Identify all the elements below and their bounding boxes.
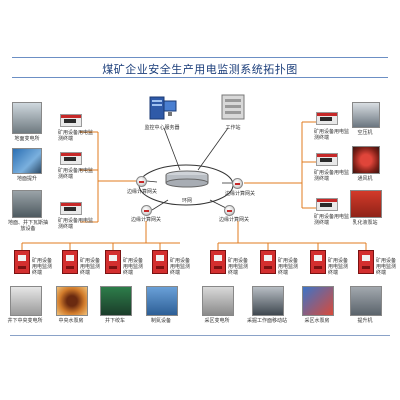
- device-label: 矿用设备用电监测终端: [80, 258, 101, 276]
- monitor-device-icon: [60, 202, 82, 215]
- gateway-icon-left-lower: [141, 205, 152, 216]
- equipment-photo: [350, 190, 382, 218]
- equipment-photo: [352, 102, 380, 128]
- equipment-label: 采区水泵房: [304, 318, 330, 324]
- gateway-label-right-lower: 边缘计算网关: [218, 217, 249, 223]
- gateway-icon-right-upper: [232, 178, 243, 189]
- link-workstation: [197, 127, 229, 171]
- equipment-label: 中央水泵房: [58, 318, 84, 324]
- monitor-terminal-icon: [105, 250, 121, 274]
- workstation-icon: [221, 94, 245, 120]
- equipment-label: 空压机: [357, 130, 373, 136]
- footer-rule: [10, 335, 390, 336]
- link-gw-left-lower: [151, 199, 169, 211]
- equipment-photo: [56, 286, 88, 316]
- device-label: 矿用设备用电监测终端: [58, 130, 94, 142]
- server-icon: [149, 96, 177, 120]
- equipment-photo: [350, 286, 382, 316]
- equipment-label: 通风机: [357, 176, 373, 182]
- device-label: 矿用设备用电监测终端: [314, 170, 350, 182]
- monitor-device-icon: [60, 152, 82, 165]
- device-label: 矿用设备用电监测终端: [123, 258, 144, 276]
- device-label: 矿用设备用电监测终端: [376, 258, 397, 276]
- monitor-terminal-icon: [310, 250, 326, 274]
- device-label: 矿用设备用电监测终端: [278, 258, 299, 276]
- equipment-photo: [202, 286, 234, 316]
- monitor-terminal-icon: [260, 250, 276, 274]
- monitor-device-icon: [60, 114, 82, 127]
- equipment-label: 井下绞车: [104, 318, 125, 324]
- gateway-label-left-lower: 边缘计算网关: [130, 217, 161, 223]
- equipment-photo: [146, 286, 178, 316]
- equipment-photo: [352, 146, 380, 174]
- equipment-label: 制氮设备: [150, 318, 171, 324]
- monitor-device-icon: [316, 112, 338, 125]
- device-label: 矿用设备用电监测终端: [32, 258, 53, 276]
- device-label: 矿用设备用电监测终端: [328, 258, 349, 276]
- equipment-photo: [302, 286, 334, 316]
- device-label: 矿用设备用电监测终端: [58, 218, 94, 230]
- header-rule-top: [12, 57, 388, 58]
- device-label: 矿用设备用电监测终端: [228, 258, 249, 276]
- equipment-photo: [12, 148, 42, 174]
- equipment-label: 地面提升: [16, 176, 37, 182]
- link-server: [163, 127, 181, 171]
- monitor-terminal-icon: [62, 250, 78, 274]
- equipment-label: 乳化液泵站: [352, 220, 378, 226]
- equipment-photo: [10, 286, 42, 316]
- equipment-label: 采区变电所: [204, 318, 230, 324]
- device-label: 矿用设备用电监测终端: [58, 168, 94, 180]
- device-label: 矿用设备用电监测终端: [170, 258, 191, 276]
- equipment-photo: [12, 190, 42, 218]
- monitor-terminal-icon: [210, 250, 226, 274]
- workstation-label: 工作站: [225, 125, 241, 131]
- monitor-terminal-icon: [358, 250, 374, 274]
- equipment-photo: [252, 286, 284, 316]
- equipment-label: 地面变电所: [14, 136, 40, 142]
- monitor-server-label: 监控中心服务器: [144, 125, 180, 131]
- network-switch-icon: [165, 170, 209, 188]
- link-gw-left-upper: [146, 180, 158, 183]
- equipment-label: 地面、井下瓦斯抽放设备: [7, 220, 48, 232]
- network-label: 环网: [181, 198, 192, 204]
- monitor-terminal-icon: [152, 250, 168, 274]
- device-label: 矿用设备用电监测终端: [314, 214, 350, 226]
- header-rule-bottom: [12, 77, 388, 78]
- equipment-label: 采掘工作面移动站: [246, 318, 287, 324]
- gateway-label-right-upper: 边缘计算网关: [224, 191, 255, 197]
- gateway-icon-right-lower: [224, 205, 235, 216]
- monitor-terminal-icon: [14, 250, 30, 274]
- diagram-title: 煤矿企业安全生产用电监测系统拓扑图: [102, 63, 298, 76]
- gateway-icon-left-upper: [136, 176, 147, 187]
- gateway-label-left-upper: 边缘计算网关: [126, 189, 157, 195]
- monitor-device-icon: [316, 153, 338, 166]
- monitor-device-icon: [316, 198, 338, 211]
- device-label: 矿用设备用电监测终端: [314, 129, 350, 141]
- equipment-photo: [100, 286, 132, 316]
- equipment-label: 提升机: [357, 318, 373, 324]
- equipment-photo: [12, 102, 42, 134]
- equipment-label: 井下中央变电所: [7, 318, 43, 324]
